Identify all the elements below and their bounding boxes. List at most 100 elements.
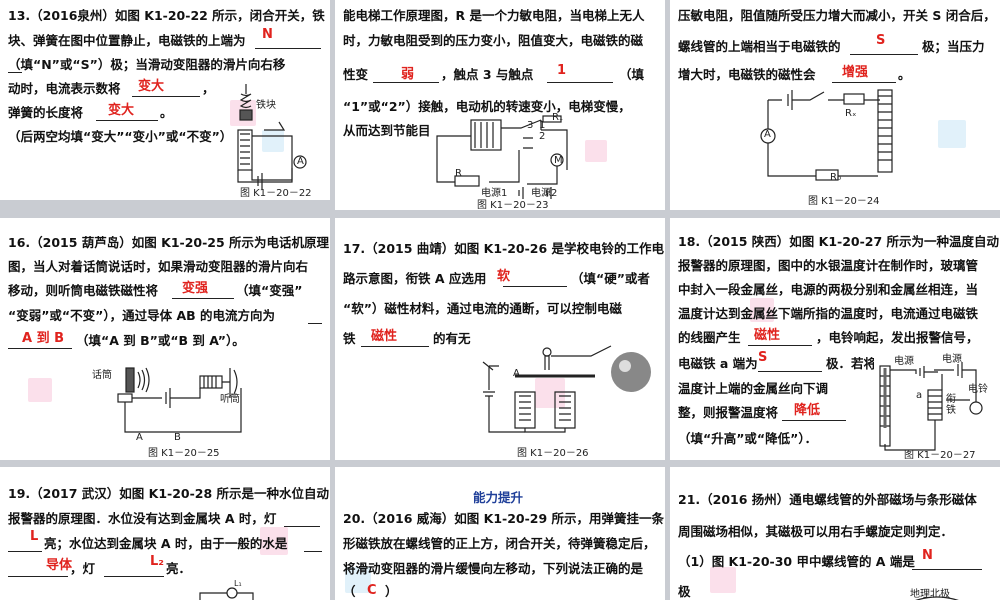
q19-line-1: 19.（2017 武汉）如图 K1-20-28 所示是一种水位自动 xyxy=(8,486,330,501)
q15-line-2b: 极；当压力 xyxy=(922,39,985,54)
q18-answer-2: S xyxy=(758,350,768,365)
q21-line-2: 周围磁场相似，其磁极可以用右手螺旋定则判定． xyxy=(678,524,954,539)
q17-circuit-diagram xyxy=(482,345,651,433)
q14-blank-1 xyxy=(373,68,439,83)
q16-label-microphone: 话筒 xyxy=(92,370,112,381)
q20-line-4b: ） xyxy=(385,584,398,599)
q18-caption: 图 K1－20－27 xyxy=(904,450,976,460)
q20-line-2: 形磁铁放在螺线管的正上方，闭合开关，待弹簧稳定后， xyxy=(343,536,656,551)
q13-blank-prefix xyxy=(8,58,22,73)
q21-globe-fragment xyxy=(915,596,959,600)
q13-label-ammeter: A xyxy=(297,156,304,167)
q19-answer-2: 导体 xyxy=(46,558,73,573)
decor-square xyxy=(585,140,607,162)
q17-line-2: 路示意图，衔铁 A 应选用 xyxy=(343,271,487,286)
section-header-ability: 能力提升 xyxy=(473,490,524,505)
q13-line-5-end: 。 xyxy=(160,105,173,120)
q17-line-4b: 的有无 xyxy=(433,331,471,346)
decor-square xyxy=(750,298,774,322)
q13-label-iron: 铁块 xyxy=(256,100,276,111)
question-18-panel: 18.（2015 陕西）如图 K1-20-27 所示为一种温度自动 报警器的原理… xyxy=(670,218,1000,460)
q18-line-1: 18.（2015 陕西）如图 K1-20-27 所示为一种温度自动 xyxy=(678,234,1000,249)
q13-line-4: 动时，电流表示数将 xyxy=(8,81,121,96)
q19-blank-1a xyxy=(284,512,320,527)
q15-answer-2: 增强 xyxy=(842,65,869,80)
question-17-panel: 17.（2015 曲靖）如图 K1-20-26 是学校电铃的工作电 路示意图，衔… xyxy=(335,218,665,460)
question-16-panel: 16.（2015 葫芦岛）如图 K1-20-25 所示为电话机原理 图，当人对着… xyxy=(0,218,330,460)
q14-answer-2: 1 xyxy=(557,63,567,78)
q16-answer-2: A 到 B xyxy=(22,331,65,346)
question-14-panel: 能电梯工作原理图，R 是一个力敏电阻，当电梯上无人 时，力敏电阻受到的压力变小，… xyxy=(335,0,665,210)
q14-caption: 图 K1－20－23 xyxy=(477,200,549,210)
q18-line-6: 电磁铁 a 端为 xyxy=(678,356,758,371)
q18-line-9: （填“升高”或“降低”）． xyxy=(678,431,818,446)
question-19-panel: 19.（2017 武汉）如图 K1-20-28 所示是一种水位自动 报警器的原理… xyxy=(0,467,330,600)
q14-line-2: 时，力敏电阻受到的压力变小，阻值变大，电磁铁的磁 xyxy=(343,33,644,48)
q15-label-ammeter: A xyxy=(764,129,771,140)
decor-square xyxy=(28,378,52,402)
q19-line-3: 亮；水位达到金属块 A 时，由于一般的水是 xyxy=(44,536,288,551)
q19-line-4b: 亮． xyxy=(166,561,192,576)
q14-blank-2 xyxy=(547,68,613,83)
q20-line-3: 将滑动变阻器的滑片缓慢向左移动，下列说法正确的是 xyxy=(343,561,644,576)
q13-line-2: 块、弹簧在图中位置静止，电磁铁的上端为 xyxy=(8,33,246,48)
q14-line-4: “1”或“2”）接触，电动机的转速变小，电梯变慢， xyxy=(343,99,631,114)
q16-blank-2 xyxy=(8,334,72,349)
q13-blank-3 xyxy=(96,106,158,121)
q21-answer-1: N xyxy=(922,548,933,563)
q14-label-R: R xyxy=(455,168,462,179)
q13-blank-1 xyxy=(255,34,321,49)
q15-label-Rx: Rₓ xyxy=(845,108,857,119)
q18-line-5: 的线圈产生 xyxy=(678,330,741,345)
q16-line-1: 16.（2015 葫芦岛）如图 K1-20-25 所示为电话机原理 xyxy=(8,235,330,250)
q15-line-1: 压敏电阻，阻值随所受压力增大而减小，开关 S 闭合后， xyxy=(678,8,996,23)
q20-line-1: 20.（2016 威海）如图 K1-20-29 所示，用弹簧挂一条 xyxy=(343,511,665,526)
q18-line-2: 报警器的原理图，图中的水银温度计在制作时，玻璃管 xyxy=(678,258,979,273)
q14-label-source1: 电源1 xyxy=(481,188,508,199)
question-15-panel: 压敏电阻，阻值随所受压力增大而减小，开关 S 闭合后， 螺线管的上端相当于电磁铁… xyxy=(670,0,1000,210)
q14-line-3b: ，触点 3 与触点 xyxy=(441,67,534,82)
q14-answer-1: 弱 xyxy=(401,67,415,82)
q14-line-3: 性变 xyxy=(343,67,369,82)
q21-label-geo-north: 地理北极 xyxy=(910,589,950,600)
q18-line-8: 整，则报警温度将 xyxy=(678,405,779,420)
q21-line-4: 极 xyxy=(678,584,691,599)
q21-line-1: 21.（2016 扬州）通电螺线管的外部磁场与条形磁体 xyxy=(678,492,977,507)
q20-answer-1: C xyxy=(367,583,377,598)
q18-blank-2 xyxy=(758,357,822,372)
q19-blank-1 xyxy=(8,537,42,552)
q18-line-3: 中封入一段金属丝，电源的两极分别和金属丝相连，当 xyxy=(678,282,979,297)
q13-line-6: （后两空均填“变大”“变小”或“不变”） xyxy=(8,130,233,144)
q15-circuit-diagram xyxy=(760,89,893,181)
q18-blank-3 xyxy=(782,406,846,421)
q13-answer-1: N xyxy=(262,27,273,42)
q14-line-5: 从而达到节能目 xyxy=(343,123,431,138)
q13-answer-2: 变大 xyxy=(138,79,165,94)
decor-square xyxy=(938,120,966,148)
q18-answer-3: 降低 xyxy=(794,403,821,418)
q13-caption: 图 K1－20－22 xyxy=(240,188,312,199)
q16-line-5: （填“A 到 B”或“B 到 A”）。 xyxy=(76,333,245,348)
q14-label-R1: R₁ xyxy=(552,112,563,123)
q16-line-2: 图，当人对着话筒说话时，如果滑动变阻器的滑片向右 xyxy=(8,259,309,274)
q15-line-2: 螺线管的上端相当于电磁铁的 xyxy=(678,39,841,54)
q14-label-1: 1 xyxy=(539,120,546,131)
q16-caption: 图 K1－20－25 xyxy=(148,448,220,459)
q19-answer-3: L₂ xyxy=(150,554,164,569)
decor-square xyxy=(345,567,371,593)
q19-label-L1: L₁ xyxy=(234,579,242,588)
q18-line-5b: ，电铃响起，发出报警信号， xyxy=(816,330,979,345)
q16-answer-1: 变强 xyxy=(182,281,209,296)
q17-label-A: A xyxy=(513,368,520,379)
q16-label-B: B xyxy=(174,432,181,443)
q14-line-1: 能电梯工作原理图，R 是一个力敏电阻，当电梯上无人 xyxy=(343,8,645,23)
q18-label-a: a xyxy=(916,390,923,401)
q16-blank-2a xyxy=(308,309,322,324)
q13-answer-3: 变大 xyxy=(108,103,135,118)
q16-circuit-diagram xyxy=(117,367,242,433)
q17-line-1: 17.（2015 曲靖）如图 K1-20-26 是学校电铃的工作电 xyxy=(343,241,665,256)
q16-label-earpiece: 听筒 xyxy=(220,394,240,405)
q17-answer-1: 软 xyxy=(497,269,511,284)
q19-blank-2a xyxy=(304,537,322,552)
q14-label-3: 3 xyxy=(527,120,534,131)
